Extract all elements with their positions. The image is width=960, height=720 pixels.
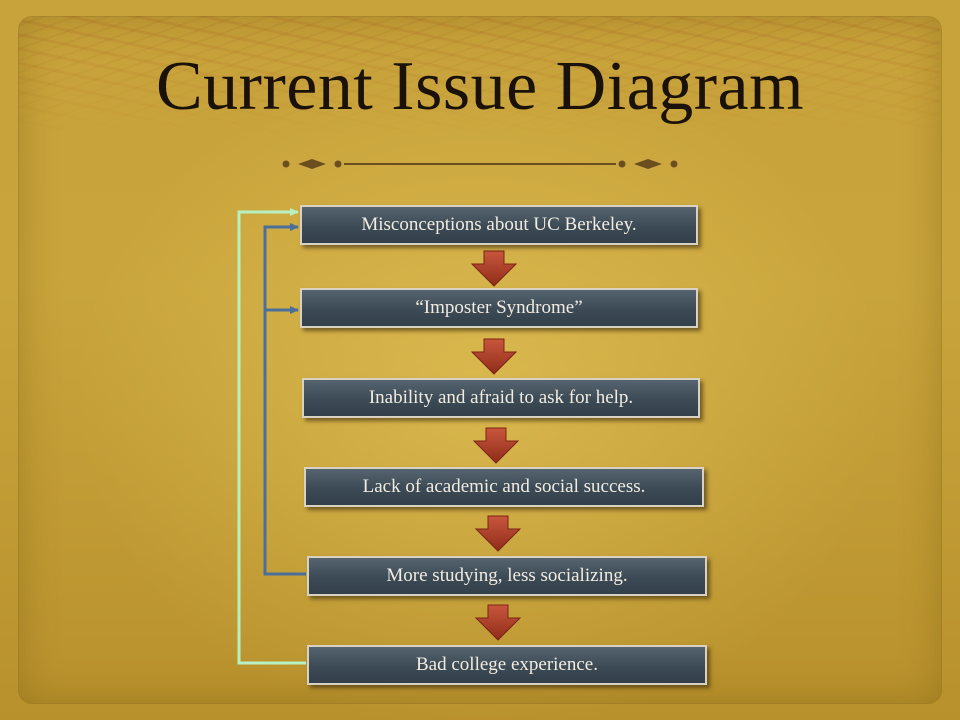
- step-box-misconceptions: Misconceptions about UC Berkeley.: [300, 205, 698, 245]
- step-box-more-studying: More studying, less socializing.: [307, 556, 707, 596]
- title-divider-ornament: [282, 159, 678, 169]
- down-arrow-5: [474, 604, 522, 641]
- step-box-afraid-to-ask: Inability and afraid to ask for help.: [302, 378, 700, 418]
- down-arrow-4: [474, 515, 522, 552]
- stamp-texture: [18, 16, 940, 136]
- step-box-bad-experience: Bad college experience.: [307, 645, 707, 685]
- loop-arrow-outer: [237, 208, 306, 665]
- down-arrow-3: [472, 427, 520, 464]
- slide-frame: [18, 16, 942, 704]
- down-arrow-1: [470, 250, 518, 287]
- down-arrow-2: [470, 338, 518, 375]
- step-box-imposter-syndrome: “Imposter Syndrome”: [300, 288, 698, 328]
- loop-arrow-inner: [263, 223, 306, 576]
- slide-title: Current Issue Diagram: [155, 48, 805, 125]
- step-box-lack-of-success: Lack of academic and social success.: [304, 467, 704, 507]
